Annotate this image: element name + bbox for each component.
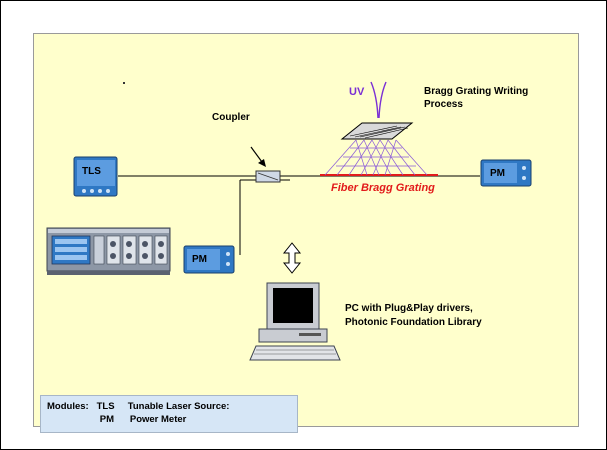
coupler-label: Coupler — [212, 112, 250, 123]
modules-legend: Modules: TLS Tunable Laser Source: PM Po… — [40, 395, 298, 433]
bragg-process-label-line1: Bragg Grating Writing — [424, 86, 529, 97]
fiber-coupler-icon — [255, 170, 281, 183]
power-meter-icon — [480, 159, 532, 187]
coupler-pointer-arrowhead — [258, 159, 266, 167]
bragg-process-label-line2: Process — [424, 99, 463, 110]
coupler-pointer-line — [250, 146, 263, 163]
power-meter-icon-bottom — [183, 245, 235, 274]
bidirectional-arrow-icon — [282, 242, 302, 274]
phase-mask-plate — [340, 122, 414, 140]
computer-icon — [249, 282, 341, 361]
uv-beam-icon — [370, 81, 387, 119]
instrument-frame-icon — [46, 227, 171, 275]
laser-source-icon — [73, 156, 118, 197]
grating-interference-mesh — [324, 139, 428, 176]
pm-right-label: PM — [490, 168, 505, 179]
fiber-bragg-grating-label: Fiber Bragg Grating — [331, 182, 435, 194]
uv-label: UV — [349, 86, 365, 98]
stray-dot — [123, 82, 125, 84]
pc-label-line1: PC with Plug&Play drivers, — [345, 303, 473, 314]
legend-line-2: PM Power Meter — [47, 414, 187, 425]
pm-bottom-label: PM — [192, 254, 207, 265]
tls-label: TLS — [82, 166, 101, 177]
legend-line-1: Modules: TLS Tunable Laser Source: — [47, 401, 230, 412]
pc-label-line2: Photonic Foundation Library — [345, 317, 482, 328]
